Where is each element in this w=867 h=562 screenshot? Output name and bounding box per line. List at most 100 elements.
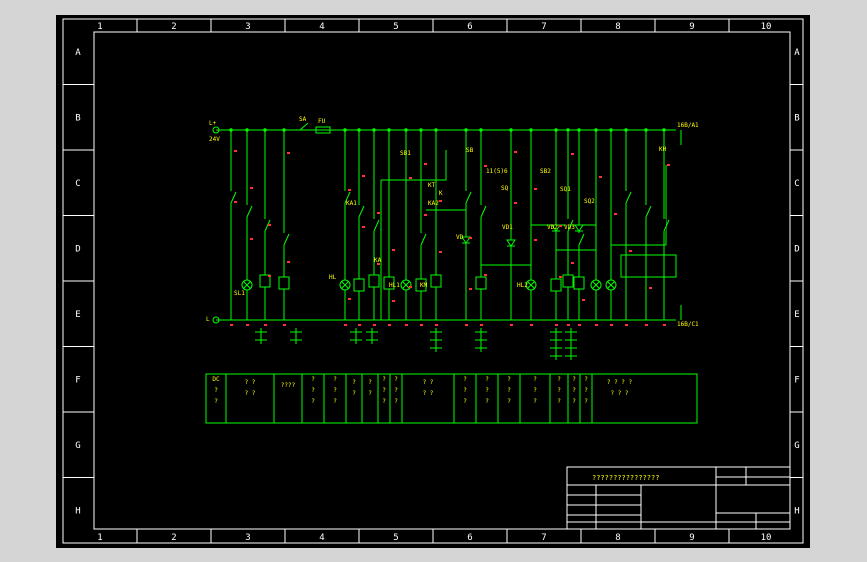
lamp-cross [243, 281, 251, 289]
diode [574, 224, 584, 232]
contact [230, 191, 237, 204]
junction-top [357, 128, 361, 132]
node-number-mark [362, 175, 365, 177]
node-number-mark [392, 249, 395, 251]
legend-cell-text: ? [533, 376, 537, 383]
relay-coil [353, 278, 365, 292]
legend-cell-text: ? ? ? [610, 390, 628, 397]
title-block-title: ???????????????? [592, 474, 659, 482]
node-number-mark [571, 262, 574, 264]
relay-coil [573, 276, 585, 290]
column-label: 3 [245, 533, 250, 543]
legend-cell-text: ? [533, 387, 537, 394]
column-label: 9 [689, 533, 694, 543]
label-ref-top: 16B/A1 [677, 122, 699, 129]
label-kh: KH [659, 146, 667, 153]
node-number-mark [625, 324, 628, 326]
node-number-mark [264, 324, 267, 326]
fuse-fu [315, 126, 331, 134]
legend-cell-text: ? [507, 376, 511, 383]
node-number-mark [610, 324, 613, 326]
node-number-mark [405, 324, 408, 326]
node-number-mark [409, 286, 412, 288]
legend-cell-text: ? [311, 387, 315, 394]
junction-top [566, 128, 570, 132]
column-label: 7 [541, 533, 546, 543]
junction-top [464, 128, 468, 132]
legend-cell-text: ? [394, 376, 398, 383]
relay-block-2 [480, 135, 531, 266]
relay-block-1 [405, 150, 447, 181]
row-label: H [794, 506, 799, 516]
contact [344, 191, 351, 204]
node-number-mark [599, 176, 602, 178]
legend-cell-text: ? [572, 387, 576, 394]
legend-cell-text: ? ? [245, 390, 256, 397]
column-label: 7 [541, 22, 546, 32]
legend-cell-text: ? [557, 398, 561, 405]
column-label: 6 [467, 22, 472, 32]
legend-cell-text: ? [507, 387, 511, 394]
node-number-mark [530, 324, 533, 326]
node-number-mark [287, 152, 290, 154]
legend-cell-text: ? [382, 398, 386, 405]
legend-cell-text: ? [394, 398, 398, 405]
node-number-mark [268, 275, 271, 277]
node-number-mark [420, 324, 423, 326]
junction-top [434, 128, 438, 132]
column-label: 6 [467, 533, 472, 543]
label-supply-neg: L [206, 316, 210, 323]
legend-cell-text: ? [463, 376, 467, 383]
node-number-mark [578, 324, 581, 326]
contact [567, 219, 574, 232]
label-fu: FU [318, 118, 326, 125]
row-label: F [75, 375, 80, 385]
contact-gap [464, 191, 468, 203]
node-number-mark [534, 188, 537, 190]
node-number-mark [469, 237, 472, 239]
junction-top [343, 128, 347, 132]
relay-coil [415, 278, 427, 292]
legend-cell-text: ? ? ? ? [607, 379, 633, 386]
relay-block-4 [610, 150, 667, 246]
column-label: 9 [689, 22, 694, 32]
legend-cell-text: ? [584, 387, 588, 394]
contact [246, 205, 253, 218]
node-number-mark [514, 151, 517, 153]
label-sb-a: SB [466, 147, 474, 154]
diode [506, 239, 516, 247]
legend-cell-text: ? [352, 379, 356, 386]
contact-gap [419, 233, 423, 245]
switch-sa [299, 122, 309, 131]
row-label: G [794, 441, 799, 451]
label-kt: KT [428, 182, 436, 189]
junction-top [282, 128, 286, 132]
node-number-mark [348, 189, 351, 191]
contact [264, 219, 271, 232]
node-number-mark [388, 324, 391, 326]
node-number-mark [645, 324, 648, 326]
relay-coil [430, 274, 442, 288]
legend-cell-text: ? [368, 390, 372, 397]
row-label: D [75, 244, 80, 254]
contact [283, 233, 290, 246]
legend-cell-text: ? [333, 398, 337, 405]
legend-cell-text: ? [333, 387, 337, 394]
column-label: 5 [393, 22, 398, 32]
junction-top [479, 128, 483, 132]
label-ka: KA [374, 257, 382, 264]
junction-top [644, 128, 648, 132]
lamp-cross [402, 281, 410, 289]
label-ref-bottom: 16B/C1 [677, 321, 699, 328]
column-label: 8 [615, 533, 620, 543]
contact-gap [662, 219, 666, 231]
terminal-negative [212, 316, 220, 324]
node-number-mark [595, 324, 598, 326]
node-number-mark [435, 324, 438, 326]
label-hl2: HL2 [517, 282, 528, 289]
lamp-cross [607, 281, 615, 289]
contact [358, 205, 365, 218]
lamp-cross [527, 281, 535, 289]
